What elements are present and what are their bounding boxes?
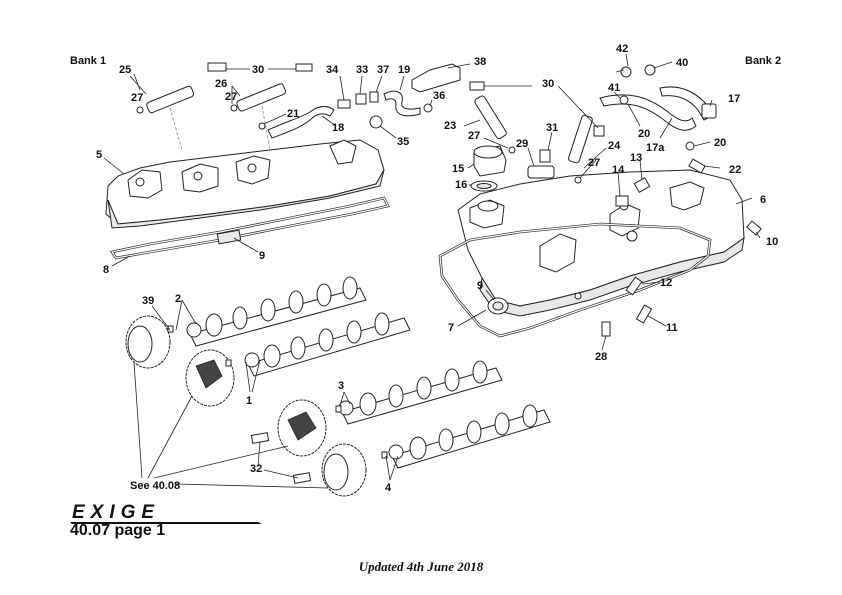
callout-36: 36 [433, 90, 445, 102]
leader-lines [103, 53, 761, 489]
callout-5: 5 [96, 149, 102, 161]
callout-30-a: 30 [252, 64, 264, 76]
callout-29: 29 [516, 138, 528, 150]
callout-27-c: 27 [468, 130, 480, 142]
callout-40: 40 [676, 57, 688, 69]
callout-7: 7 [448, 322, 454, 334]
bank2-bolts [601, 158, 762, 337]
callout-19: 19 [398, 64, 410, 76]
callout-25: 25 [119, 64, 131, 76]
callout-38: 38 [474, 56, 486, 68]
callout-22: 22 [729, 164, 741, 176]
bank1-gasket [109, 196, 390, 260]
callout-28: 28 [595, 351, 607, 363]
updated-note: Updated 4th June 2018 [358, 559, 484, 574]
callout-20-b: 20 [714, 137, 726, 149]
callout-17: 17 [728, 93, 740, 105]
bank2-gasket [438, 222, 712, 338]
bank1-fittings [337, 63, 461, 129]
bank2-cover-parts [469, 81, 605, 184]
callout-see-4008: See 40.08 [130, 480, 180, 492]
callout-27-d: 27 [588, 157, 600, 169]
callout-2: 2 [175, 293, 181, 305]
bank2-heading: Bank 2 [745, 55, 782, 67]
callout-37: 37 [377, 64, 389, 76]
bank2-cam-cover [457, 169, 745, 317]
callout-35: 35 [397, 136, 409, 148]
callout-21: 21 [287, 108, 299, 120]
callout-3: 3 [338, 380, 344, 392]
bank2-breather-hose [599, 64, 717, 151]
exige-logo-text: EXIGE [72, 502, 160, 523]
callout-18: 18 [332, 122, 344, 134]
callout-41: 41 [608, 82, 620, 94]
callout-33: 33 [356, 64, 368, 76]
callout-26: 26 [215, 78, 227, 90]
callout-23: 23 [444, 120, 456, 132]
callout-27-a: 27 [131, 92, 143, 104]
bank1-cover-parts [136, 83, 287, 151]
callout-17a: 17a [646, 142, 665, 154]
callout-32: 32 [250, 463, 262, 475]
callout-16: 16 [455, 179, 467, 191]
callout-12: 12 [660, 277, 672, 289]
bank1-bolt [207, 62, 313, 72]
callout-1: 1 [246, 395, 252, 407]
callout-34: 34 [326, 64, 339, 76]
callout-14: 14 [612, 164, 625, 176]
callout-15: 15 [452, 163, 464, 175]
bank1-cam-cover [105, 139, 385, 229]
camshaft-bank2-lower [388, 404, 551, 469]
callout-27-b: 27 [225, 91, 237, 103]
callout-4: 4 [385, 482, 392, 494]
callout-39: 39 [142, 295, 154, 307]
callout-20-a: 20 [638, 128, 650, 140]
callout-9-b: 9 [477, 280, 483, 292]
callout-13: 13 [630, 152, 642, 164]
callout-42: 42 [616, 43, 628, 55]
callout-10: 10 [766, 236, 778, 248]
callout-8: 8 [103, 264, 109, 276]
exige-logo: EXIGE [70, 502, 262, 524]
page-reference: 40.07 page 1 [70, 522, 166, 539]
camshaft-bank1-upper [186, 276, 367, 347]
callout-30-b: 30 [542, 78, 554, 90]
camshaft-bank2-upper [338, 360, 503, 425]
cam-sprockets [125, 315, 388, 497]
callout-24: 24 [608, 140, 621, 152]
camshaft-bank1-lower [244, 312, 411, 377]
callout-6: 6 [760, 194, 766, 206]
bank1-heading: Bank 1 [70, 55, 107, 67]
breather-hose [258, 105, 335, 139]
callout-9-a: 9 [259, 250, 265, 262]
callout-labels: 25 27 26 27 30 21 18 34 33 37 19 38 36 3… [96, 43, 778, 494]
callout-11: 11 [666, 322, 678, 334]
callout-31: 31 [546, 122, 558, 134]
bank2-seal-inner [492, 301, 504, 311]
oil-filler-cap [470, 145, 507, 192]
